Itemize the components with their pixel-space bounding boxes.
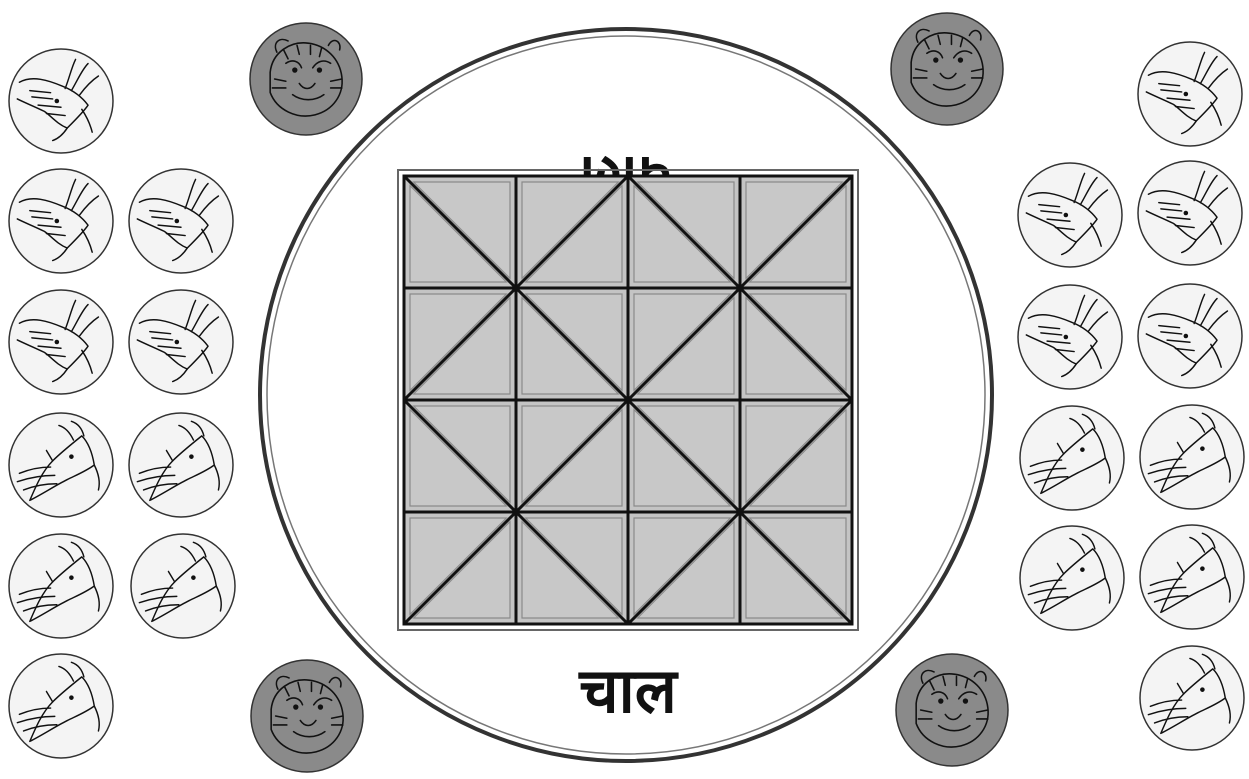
goat-token-face bbox=[1018, 163, 1122, 267]
goat-token-face bbox=[129, 169, 233, 273]
game-board[interactable] bbox=[394, 166, 862, 634]
tiger-piece[interactable] bbox=[250, 23, 362, 135]
svg-text:चाल: चाल bbox=[578, 654, 678, 727]
board-point[interactable] bbox=[618, 390, 638, 410]
board-point[interactable] bbox=[394, 166, 414, 186]
board-point[interactable] bbox=[730, 390, 750, 410]
tiger-token-face bbox=[250, 23, 362, 135]
goat-token-face bbox=[9, 413, 113, 517]
goat-piece-right[interactable] bbox=[1018, 163, 1122, 267]
goat-piece-right[interactable] bbox=[1140, 525, 1244, 629]
board-point[interactable] bbox=[394, 278, 414, 298]
goat-piece-left[interactable] bbox=[9, 49, 113, 153]
goat-token-face bbox=[1140, 525, 1244, 629]
goat-piece-right[interactable] bbox=[1020, 526, 1124, 630]
goat-piece-left[interactable] bbox=[129, 413, 233, 517]
board-point[interactable] bbox=[618, 278, 638, 298]
goat-token-face bbox=[1020, 526, 1124, 630]
tiger-token-face bbox=[251, 660, 363, 772]
goat-piece-right[interactable] bbox=[1138, 42, 1242, 146]
tiger-piece[interactable] bbox=[251, 660, 363, 772]
board-point[interactable] bbox=[842, 166, 862, 186]
board-point[interactable] bbox=[842, 614, 862, 634]
board-point[interactable] bbox=[506, 390, 526, 410]
tiger-piece[interactable] bbox=[891, 13, 1003, 125]
goat-piece-right[interactable] bbox=[1140, 405, 1244, 509]
goat-token-face bbox=[1140, 646, 1244, 750]
board-point[interactable] bbox=[618, 614, 638, 634]
goat-token-face bbox=[1140, 405, 1244, 509]
goat-piece-right[interactable] bbox=[1138, 284, 1242, 388]
board-point[interactable] bbox=[730, 502, 750, 522]
goat-token-face bbox=[129, 290, 233, 394]
goat-token-face bbox=[1138, 284, 1242, 388]
goat-piece-right[interactable] bbox=[1020, 406, 1124, 510]
tiger-token-face bbox=[891, 13, 1003, 125]
board-point[interactable] bbox=[394, 614, 414, 634]
goat-piece-left[interactable] bbox=[9, 290, 113, 394]
board-point[interactable] bbox=[618, 166, 638, 186]
board-point[interactable] bbox=[842, 390, 862, 410]
goat-piece-left[interactable] bbox=[129, 290, 233, 394]
goat-token-face bbox=[9, 290, 113, 394]
goat-token-face bbox=[9, 534, 113, 638]
goat-token-face bbox=[1138, 161, 1242, 265]
board-point[interactable] bbox=[730, 614, 750, 634]
board-point[interactable] bbox=[394, 390, 414, 410]
goat-piece-right[interactable] bbox=[1138, 161, 1242, 265]
board-point[interactable] bbox=[506, 278, 526, 298]
goat-token-face bbox=[1018, 285, 1122, 389]
tiger-piece[interactable] bbox=[896, 654, 1008, 766]
board-point[interactable] bbox=[506, 614, 526, 634]
board-point[interactable] bbox=[506, 502, 526, 522]
board-point[interactable] bbox=[730, 166, 750, 186]
goat-token-face bbox=[131, 534, 235, 638]
board-point[interactable] bbox=[730, 278, 750, 298]
goat-piece-left[interactable] bbox=[131, 534, 235, 638]
goat-piece-left[interactable] bbox=[9, 534, 113, 638]
goat-piece-left[interactable] bbox=[129, 169, 233, 273]
goat-token-face bbox=[1138, 42, 1242, 146]
goat-token-face bbox=[129, 413, 233, 517]
goat-token-face bbox=[9, 169, 113, 273]
title-bottom: चाल bbox=[578, 654, 678, 727]
board-point[interactable] bbox=[394, 502, 414, 522]
tiger-token-face bbox=[896, 654, 1008, 766]
board-point[interactable] bbox=[842, 502, 862, 522]
goat-token-face bbox=[9, 654, 113, 758]
goat-piece-right[interactable] bbox=[1140, 646, 1244, 750]
goat-piece-right[interactable] bbox=[1018, 285, 1122, 389]
board-point[interactable] bbox=[842, 278, 862, 298]
goat-token-face bbox=[1020, 406, 1124, 510]
board-point[interactable] bbox=[506, 166, 526, 186]
goat-piece-left[interactable] bbox=[9, 169, 113, 273]
goat-piece-left[interactable] bbox=[9, 654, 113, 758]
board-point[interactable] bbox=[618, 502, 638, 522]
goat-token-face bbox=[9, 49, 113, 153]
goat-piece-left[interactable] bbox=[9, 413, 113, 517]
